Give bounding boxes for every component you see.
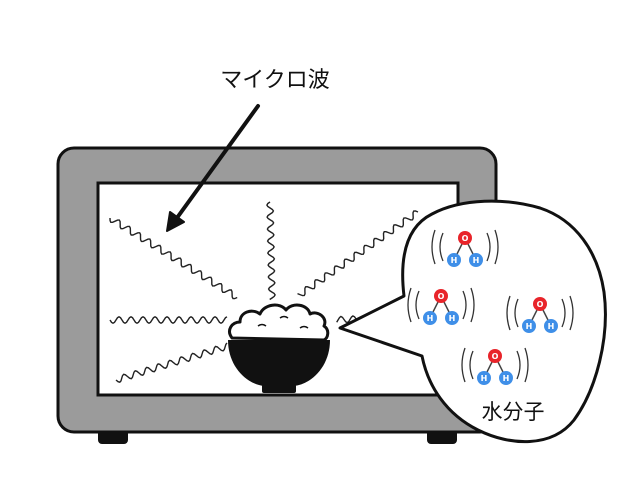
vibration-arc bbox=[407, 287, 412, 323]
water-molecule: O H H bbox=[461, 347, 529, 385]
hydrogen-symbol: H bbox=[427, 314, 434, 323]
vibration-arc bbox=[514, 298, 519, 328]
oxygen-symbol: O bbox=[537, 300, 544, 309]
vibration-arc bbox=[569, 295, 574, 331]
oxygen-atom bbox=[488, 349, 502, 363]
hydrogen-symbol: H bbox=[481, 374, 488, 383]
vibration-arc bbox=[524, 347, 529, 383]
rice-grain-3 bbox=[299, 325, 309, 329]
hydrogen-symbol: H bbox=[449, 314, 456, 323]
rice-grain-2 bbox=[279, 315, 289, 319]
microwave-label-group: マイクロ波 bbox=[166, 68, 330, 232]
water-molecule-bubble: O H H O H H O H H O H H 水分子 bbox=[338, 199, 607, 444]
microwave-wave bbox=[109, 217, 238, 300]
vibration-arc bbox=[462, 290, 467, 320]
vibration-arc bbox=[461, 347, 466, 383]
rice bbox=[228, 303, 330, 342]
vibration-arc bbox=[439, 232, 444, 262]
microwave-label: マイクロ波 bbox=[220, 68, 330, 93]
oxygen-atom bbox=[434, 289, 448, 303]
microwave-wave bbox=[297, 210, 419, 297]
microwave-waves bbox=[109, 201, 419, 383]
vibration-arc bbox=[561, 298, 566, 328]
oxygen-symbol: O bbox=[462, 234, 469, 243]
hydrogen-symbol: H bbox=[451, 256, 458, 265]
microwave-wave bbox=[115, 342, 228, 383]
water-molecule: O H H bbox=[431, 229, 499, 267]
vibration-arc bbox=[470, 287, 475, 323]
rice-bowl bbox=[228, 303, 330, 393]
hydrogen-atom bbox=[423, 311, 437, 325]
hydrogen-atom bbox=[544, 319, 558, 333]
vibration-arc bbox=[469, 350, 474, 380]
rice-grain-1 bbox=[257, 323, 267, 327]
vibration-arc bbox=[516, 350, 521, 380]
hydrogen-symbol: H bbox=[548, 322, 555, 331]
bowl-foot bbox=[262, 384, 296, 393]
arrow-head bbox=[166, 211, 185, 232]
hydrogen-atom bbox=[469, 253, 483, 267]
water-molecule: O H H bbox=[506, 295, 574, 333]
oxygen-atom bbox=[458, 231, 472, 245]
vibration-arc bbox=[415, 290, 420, 320]
water-molecules: O H H O H H O H H O H H bbox=[407, 229, 574, 385]
speech-bubble bbox=[338, 199, 607, 444]
vibration-arc bbox=[494, 229, 499, 265]
vibration-arc bbox=[431, 229, 436, 265]
bowl bbox=[228, 340, 330, 386]
microwave-wave bbox=[109, 315, 228, 325]
vibration-arc bbox=[506, 295, 511, 331]
hydrogen-atom bbox=[447, 253, 461, 267]
oxygen-symbol: O bbox=[492, 352, 499, 361]
water-molecule-label: 水分子 bbox=[482, 400, 545, 424]
oxygen-symbol: O bbox=[438, 292, 445, 301]
hydrogen-symbol: H bbox=[526, 322, 533, 331]
oxygen-atom bbox=[533, 297, 547, 311]
hydrogen-symbol: H bbox=[473, 256, 480, 265]
microwave-wave bbox=[266, 201, 276, 301]
microwave-oven bbox=[56, 146, 498, 444]
hydrogen-atom bbox=[522, 319, 536, 333]
hydrogen-symbol: H bbox=[503, 374, 510, 383]
vibration-arc bbox=[486, 232, 491, 262]
hydrogen-atom bbox=[499, 371, 513, 385]
water-molecule: O H H bbox=[407, 287, 475, 325]
hydrogen-atom bbox=[445, 311, 459, 325]
arrow-shaft bbox=[172, 104, 260, 224]
hydrogen-atom bbox=[477, 371, 491, 385]
